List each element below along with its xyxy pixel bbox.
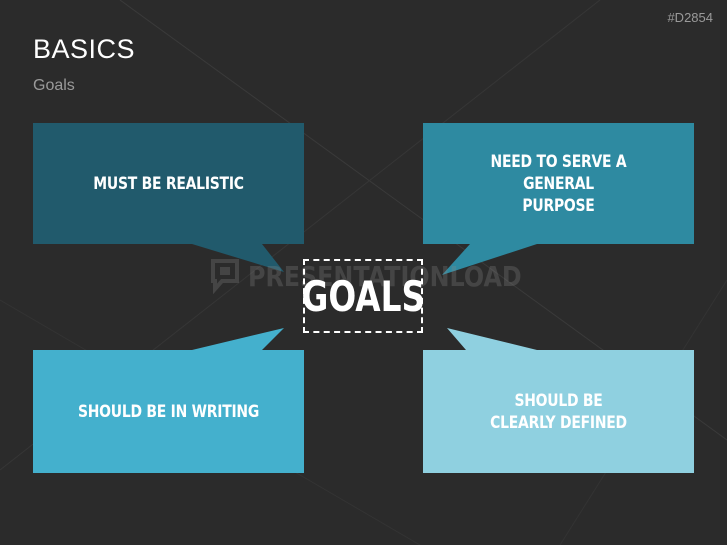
bubble-top-right-label: NEED TO SERVE A GENERAL PURPOSE xyxy=(490,151,627,216)
bubble-top-left-label: MUST BE REALISTIC xyxy=(93,173,244,194)
bubble-bottom-right-label: SHOULD BE CLEARLY DEFINED xyxy=(490,390,627,433)
slide-title: BASICS xyxy=(33,34,136,64)
slide-code: #D2854 xyxy=(667,10,713,25)
bubble-bottom-left-shape xyxy=(33,328,304,473)
bubble-top-left-shape xyxy=(33,123,304,272)
bubble-bottom-right-shape xyxy=(423,328,694,473)
center-goals-box: GOALS xyxy=(301,259,425,333)
slide-subtitle: Goals xyxy=(33,77,75,94)
bubble-bottom-left-label: SHOULD BE IN WRITING xyxy=(77,401,260,422)
center-goals-label: GOALS xyxy=(301,271,425,321)
watermark-text: PRESENTATIONLOAD xyxy=(248,259,522,293)
bubble-top-right-shape xyxy=(423,123,694,275)
watermark: PRESENTATIONLOAD xyxy=(210,258,570,294)
watermark-logo-icon xyxy=(211,259,239,294)
